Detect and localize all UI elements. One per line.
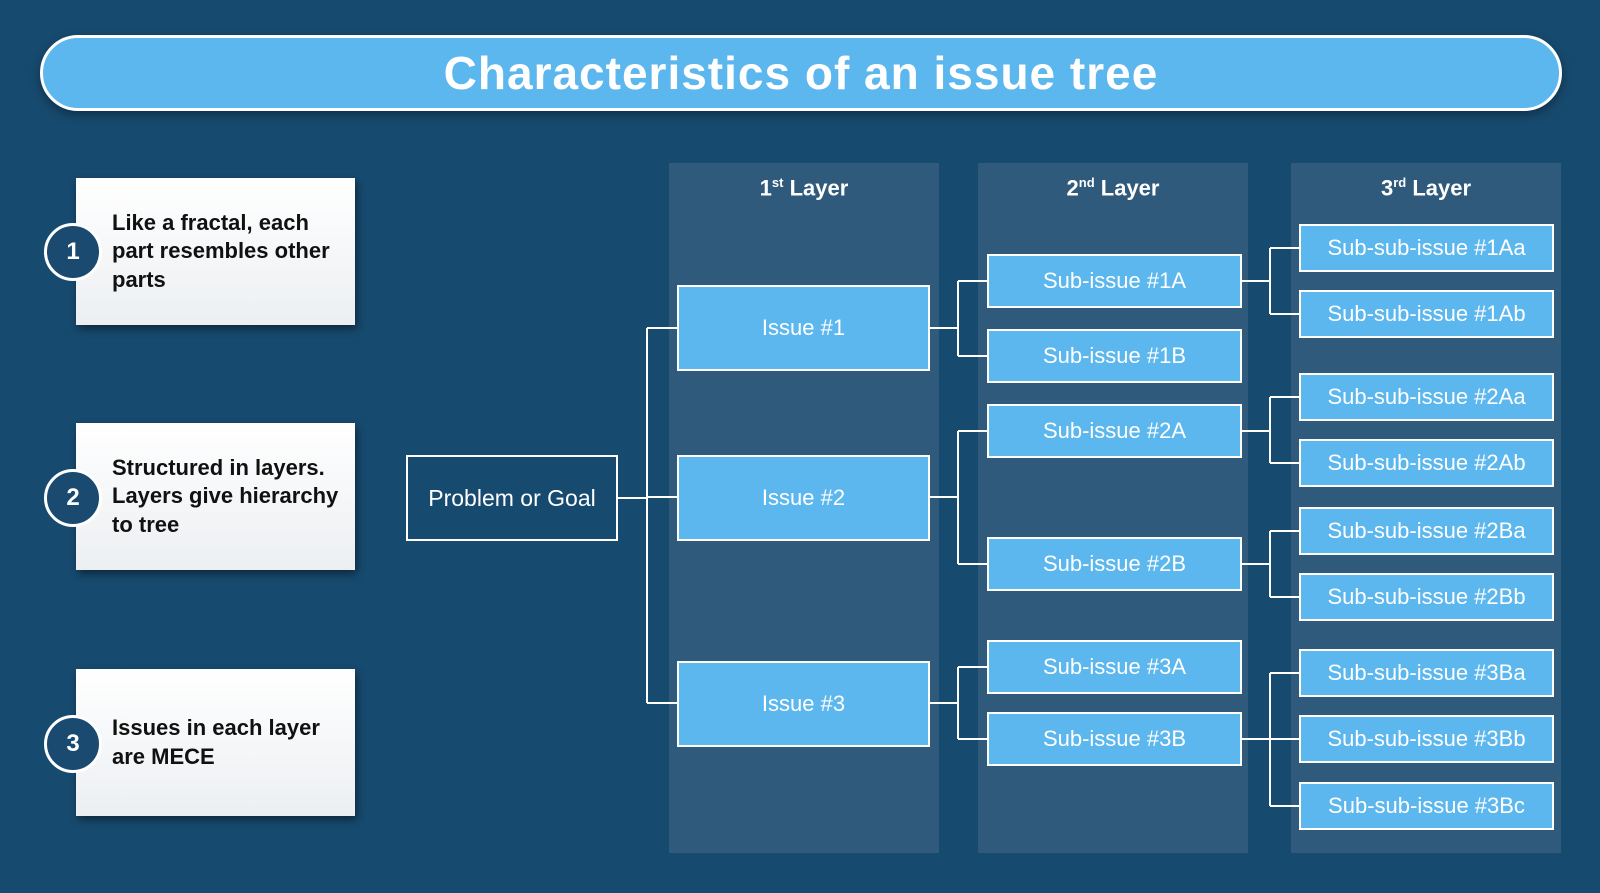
sub-issue-node-3b: Sub-issue #3B bbox=[987, 712, 1242, 766]
root-node: Problem or Goal bbox=[406, 455, 618, 541]
layer-heading-1: 1st Layer bbox=[759, 175, 849, 201]
number-badge-2: 2 bbox=[44, 469, 102, 527]
sub-sub-issue-node-1aa: Sub-sub-issue #1Aa bbox=[1299, 224, 1554, 272]
page-title: Characteristics of an issue tree bbox=[443, 47, 1159, 99]
sub-sub-issue-node-1ab: Sub-sub-issue #1Ab bbox=[1299, 290, 1554, 338]
layer-heading-3: 3rd Layer bbox=[1380, 175, 1472, 201]
sub-sub-issue-node-3bc: Sub-sub-issue #3Bc bbox=[1299, 782, 1554, 830]
sub-issue-node-3a: Sub-issue #3A bbox=[987, 640, 1242, 694]
sub-issue-node-2b: Sub-issue #2B bbox=[987, 537, 1242, 591]
sub-sub-issue-node-2ab: Sub-sub-issue #2Ab bbox=[1299, 439, 1554, 487]
issue-node-2: Issue #2 bbox=[677, 455, 930, 541]
number-badge-1: 1 bbox=[44, 223, 102, 281]
sub-sub-issue-node-2ba: Sub-sub-issue #2Ba bbox=[1299, 507, 1554, 555]
sub-sub-issue-node-2aa: Sub-sub-issue #2Aa bbox=[1299, 373, 1554, 421]
sub-sub-issue-node-3bb: Sub-sub-issue #3Bb bbox=[1299, 715, 1554, 763]
issue-node-1: Issue #1 bbox=[677, 285, 930, 371]
sub-issue-node-1a: Sub-issue #1A bbox=[987, 254, 1242, 308]
characteristic-text: Like a fractal, each part resembles othe… bbox=[112, 210, 330, 292]
title-bar: Characteristics of an issue tree bbox=[40, 35, 1562, 111]
characteristic-card-2: Structured in layers. Layers give hierar… bbox=[76, 423, 355, 570]
layer-heading-2: 2nd Layer bbox=[1066, 175, 1160, 201]
characteristic-text: Issues in each layer are MECE bbox=[112, 715, 320, 769]
characteristic-card-1: Like a fractal, each part resembles othe… bbox=[76, 178, 355, 325]
number-badge-3: 3 bbox=[44, 715, 102, 773]
sub-sub-issue-node-2bb: Sub-sub-issue #2Bb bbox=[1299, 573, 1554, 621]
characteristic-card-3: Issues in each layer are MECE bbox=[76, 669, 355, 816]
sub-sub-issue-node-3ba: Sub-sub-issue #3Ba bbox=[1299, 649, 1554, 697]
sub-issue-node-1b: Sub-issue #1B bbox=[987, 329, 1242, 383]
characteristic-text: Structured in layers. Layers give hierar… bbox=[112, 455, 339, 537]
sub-issue-node-2a: Sub-issue #2A bbox=[987, 404, 1242, 458]
issue-node-3: Issue #3 bbox=[677, 661, 930, 747]
